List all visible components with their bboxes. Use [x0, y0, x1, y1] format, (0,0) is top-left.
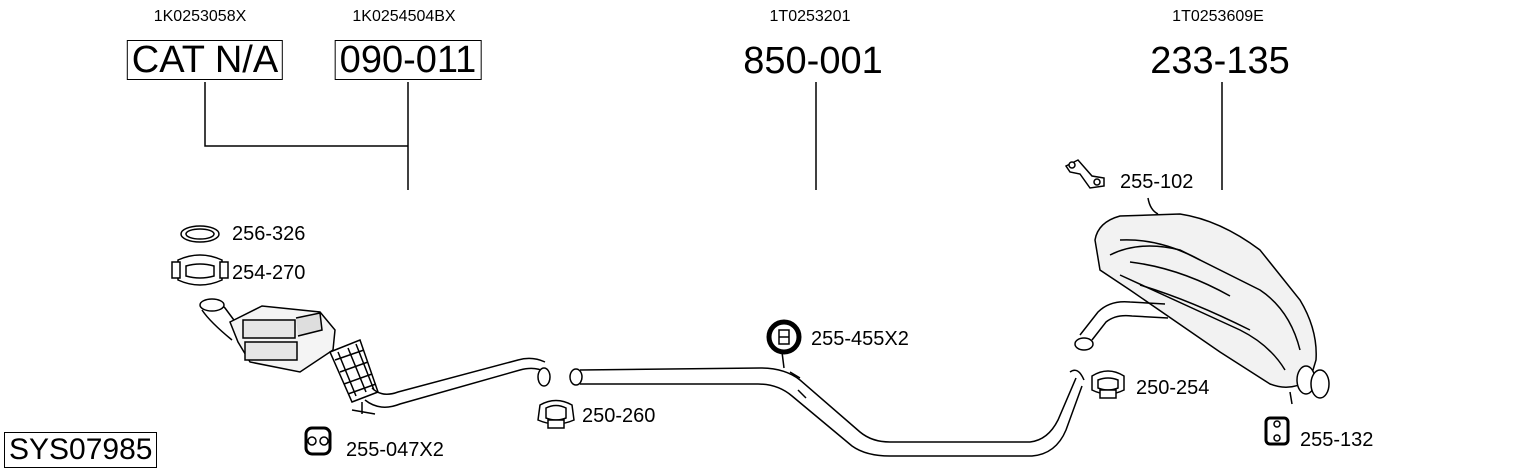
bracket-icon [1064, 159, 1105, 189]
part-number-front[interactable]: 090-011 [334, 40, 482, 80]
accessory-label-bracket-rear[interactable]: 255-102 [1120, 171, 1194, 193]
leader-cat [204, 82, 408, 147]
front-pipe-drawing [199, 298, 551, 415]
clamp-icon [1091, 370, 1125, 399]
rubber-ring-mount-icon [766, 319, 802, 355]
clamp-icon [171, 254, 229, 286]
part-number-middle[interactable]: 850-001 [743, 40, 883, 82]
oem-number-front: 1K0254504BX [352, 8, 456, 25]
oem-number-middle: 1T0253201 [769, 8, 851, 25]
oem-number-rear: 1T0253609E [1172, 8, 1264, 25]
accessory-label-clamp-rear[interactable]: 250-254 [1136, 377, 1210, 399]
system-code: SYS07985 [4, 432, 158, 468]
accessory-label-mount-mid[interactable]: 255-455X2 [811, 328, 909, 350]
accessory-label-clamp-mid[interactable]: 250-260 [582, 405, 656, 427]
rear-silencer-drawing [1074, 197, 1330, 405]
part-number-rear[interactable]: 233-135 [1150, 40, 1290, 82]
rubber-mount-icon [1264, 416, 1290, 446]
accessory-label-gasket[interactable]: 256-326 [232, 223, 306, 245]
clamp-icon [537, 399, 575, 429]
rubber-mount-icon [304, 426, 332, 456]
accessory-label-mount-front[interactable]: 255-047X2 [346, 439, 444, 461]
ring-gasket-icon [180, 225, 220, 243]
part-number-cat[interactable]: CAT N/A [126, 40, 284, 80]
oem-number-cat: 1K0253058X [153, 8, 247, 25]
accessory-label-clamp-front[interactable]: 254-270 [232, 262, 306, 284]
accessory-label-mount-rear[interactable]: 255-132 [1300, 429, 1374, 451]
middle-pipe-drawing [569, 351, 1085, 457]
